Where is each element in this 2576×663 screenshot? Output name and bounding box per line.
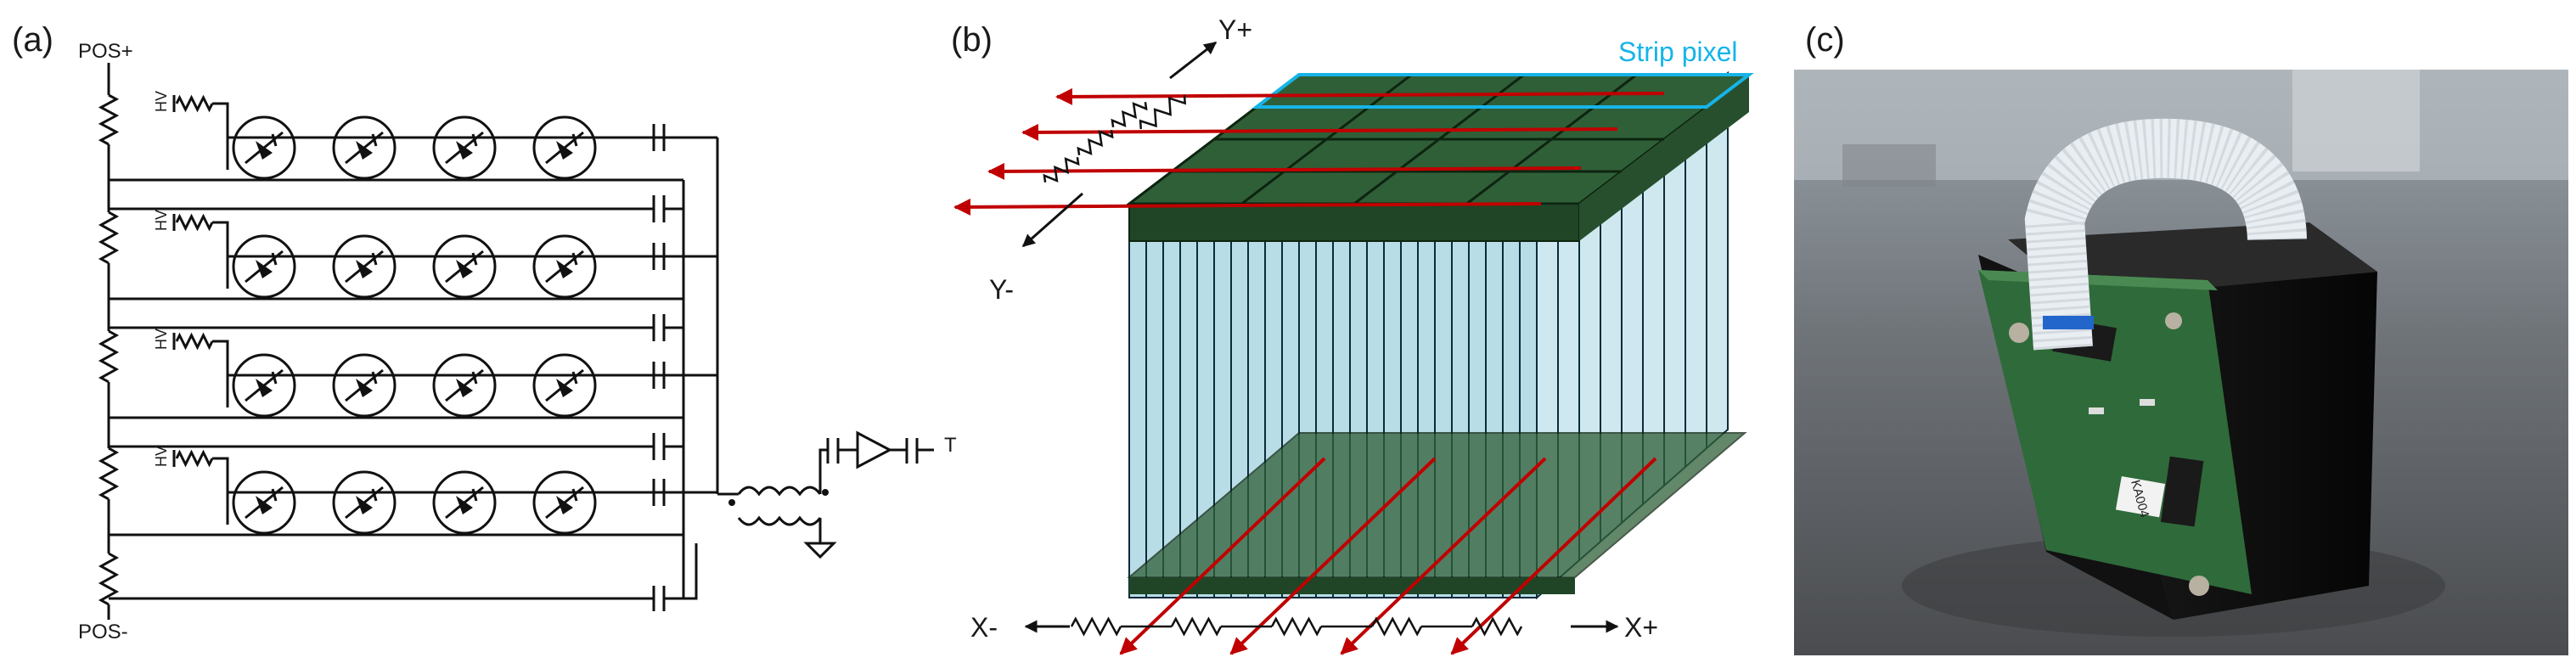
hv-label: HV [153,91,170,112]
top-board-side [1579,75,1749,241]
readout-circuit: HV HV HV HV [98,63,934,620]
ground-icon [803,542,837,559]
capacitor-icon [652,243,666,270]
photodiode-icon [432,353,497,418]
capacitor-icon [652,433,666,460]
capacitor-icon [652,586,666,611]
resistor-icon [1070,616,1122,637]
resistor-icon [98,93,120,146]
photodiode-icon [332,353,397,418]
capacitor-icon [905,438,919,464]
panel-b-label: (b) [951,21,993,59]
photodiode-icon [532,234,597,299]
resistor-icon [1139,94,1187,130]
resistor-icon [1043,157,1080,183]
photodiode-icon [432,234,497,299]
pos-plus-label: POS+ [78,40,133,63]
signal-arrow [987,162,1582,180]
photodiode-icon [232,353,296,418]
photodiode-icon [432,470,497,535]
hv-label: HV [153,210,170,231]
capacitor-icon [652,479,666,506]
crystal-strip [1128,240,1147,598]
photodiode-icon [532,115,597,180]
resistor-icon [1077,130,1114,155]
panel-c: (c) KA004 [1794,21,2568,655]
strip-pixel-highlight [1251,73,1754,109]
resistor-icon [98,211,120,265]
photodiode-icon [232,470,296,535]
panel-a: (a) POS+ POS- T HV HV HV HV [12,21,957,643]
signal-arrow [953,198,1542,216]
transformer-icon [728,486,829,526]
capacitor-icon [652,362,666,389]
resistor-icon [175,213,214,232]
capacitor-icon [652,195,666,222]
signal-arrow [1021,123,1618,141]
amplifier-icon [856,430,893,469]
crystal-strip [1145,240,1164,598]
signal-arrow [1450,457,1657,655]
signal-arrow [1119,457,1326,655]
bottom-board-edge [1129,577,1575,594]
photodiode-icon [532,470,597,535]
flex-cable [2024,118,2307,351]
capacitor-icon [652,124,666,151]
resistor-icon [1471,616,1523,637]
resistor-icon [1370,616,1423,637]
photodiode-icon [332,470,397,535]
resistor-icon [1111,102,1148,127]
y-minus-arrow [1021,192,1083,248]
panel-b: (b) Strip pixel Y+ Y- X- X+ [951,14,1754,655]
strip-pixel-label: Strip pixel [1618,37,1738,67]
x-minus-label: X- [970,612,998,643]
y-plus-label: Y+ [1218,14,1252,45]
resistor-icon [175,94,214,113]
signal-arrow [1055,87,1665,105]
hv-label: HV [153,446,170,467]
signal-arrow [1229,457,1437,655]
photodiode-icon [532,353,597,418]
panel-c-label: (c) [1805,21,1845,59]
y-minus-label: Y- [989,274,1014,305]
resistor-icon [1270,616,1323,637]
photodiode-icon [332,115,397,180]
resistor-icon [175,332,214,351]
photodiode-icon [432,115,497,180]
top-board-edge [1128,203,1580,242]
resistor-icon [98,329,120,384]
resistor-icon [175,449,214,468]
pos-minus-label: POS- [78,621,128,643]
strip-detector [953,41,1754,655]
capacitor-icon [826,438,840,464]
resistor-icon [98,447,120,501]
photodiode-icon [332,234,397,299]
x-plus-label: X+ [1624,612,1658,643]
capacitor-icon [652,314,666,341]
photodiode-icon [232,234,296,299]
panel-a-label: (a) [12,21,53,59]
hv-label: HV [153,329,170,350]
photodiode-icon [232,115,296,180]
resistor-icon [98,552,120,606]
output-label: T [944,434,957,457]
y-plus-arrow [1169,41,1218,80]
resistor-icon [1170,616,1223,637]
detector-photo: KA004 [1794,70,2568,655]
